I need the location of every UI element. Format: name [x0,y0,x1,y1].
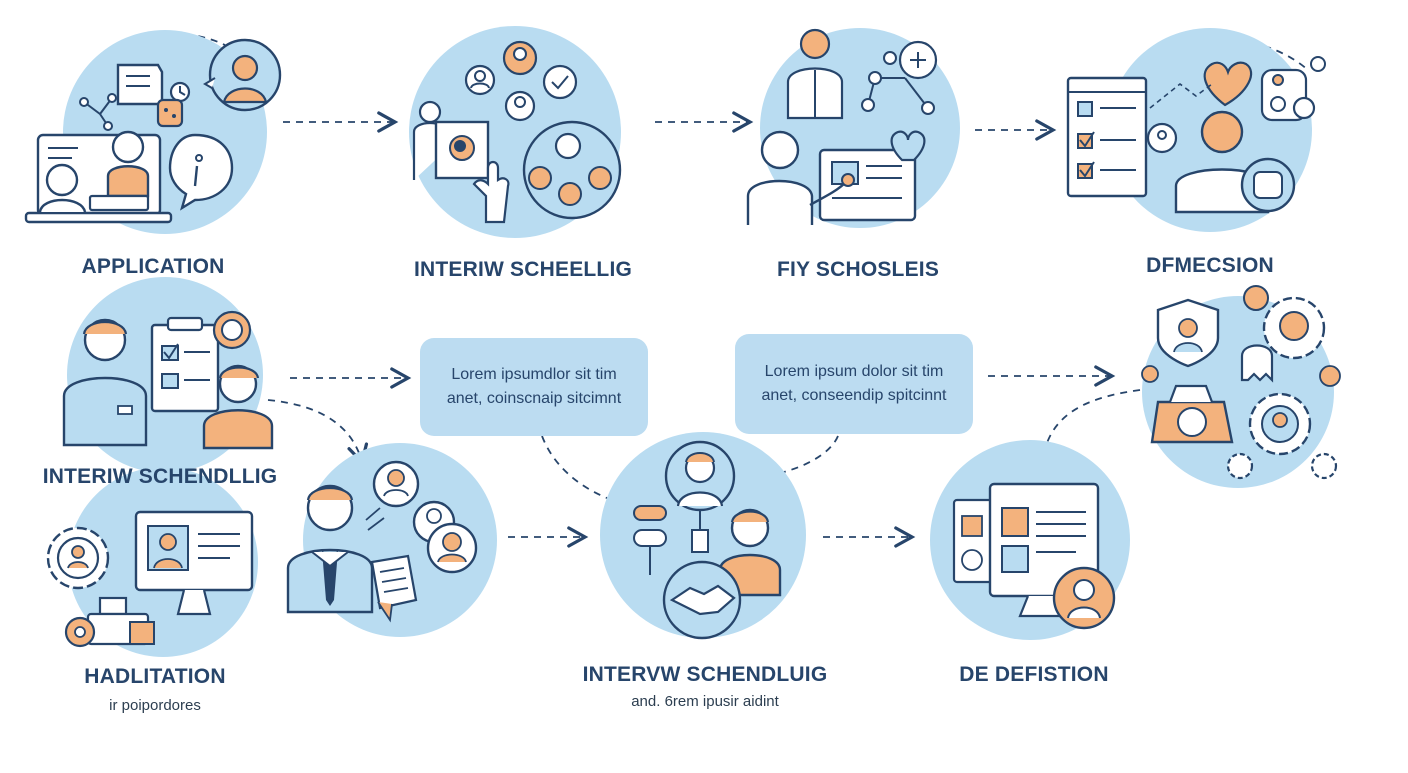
sublabel-hadlitation: ir poipordores [109,697,201,714]
label-application: APPLICATION [81,255,225,278]
label-hadlitation: HADLITATION [84,665,226,688]
arrow-left-to-hiring [267,399,369,466]
callout-box-2: Lorem ipsum dolor sit tim anet, conseend… [735,334,973,434]
label-fiy-schosleis: FIY SCHOSLEIS [776,258,940,281]
handshake-illustration [600,432,806,640]
dfmecsion-illustration [1066,28,1326,232]
hadlitation-illustration [46,467,258,657]
sublabel-interview-bottom: and. 6rem ipusir aidint [631,693,779,710]
info-bubble-icon [168,133,234,211]
recruiter-head-icon [111,130,145,164]
application-illustration [24,30,282,234]
callout-1-line-2: anet, coinscnaip sitcimnt [446,390,622,407]
label-interview-bottom: INTERVW SCHENDLUIG [582,663,828,686]
callout-1-line-1: Lorem ipsumdlor sit tim [451,366,617,383]
heart-icon [890,130,926,162]
laptop-base [24,211,173,224]
chat-bubble-icon [116,63,164,106]
gears-illustration [1141,285,1341,488]
clipboard-icon [150,323,220,413]
callout-2-line-1: Lorem ipsum dolor sit tim [764,363,944,380]
gear-tiny-icon [1226,452,1254,480]
team-group-icon [522,120,622,220]
label-interview-top: INTERIW SCHEELLIG [413,258,633,281]
callout-2-line-2: anet, conseendip spitcinnt [761,387,947,404]
label-dfmecsion: DFMECSION [1146,254,1274,277]
defistion-illustration [930,440,1130,640]
heart-orange-icon [1203,61,1253,107]
gear-small-icon [1292,96,1316,120]
pointing-hand-icon [472,160,510,224]
applicant-head-icon [45,163,79,197]
fiy-illustration [746,28,960,228]
label-de-defistion: DE DEFISTION [959,663,1109,686]
label-interview-left: INTERIW SCHENDLLIG [42,465,278,488]
interview-top-illustration [409,26,622,238]
connector-callout1-to-handshake [541,435,613,501]
clock-face-icon [542,64,578,100]
callout-box-1: Lorem ipsumdlor sit tim anet, coinscnaip… [420,338,648,436]
hiring-illustration [286,443,497,637]
document-icon [370,554,418,610]
interview-left-illustration [62,277,274,473]
